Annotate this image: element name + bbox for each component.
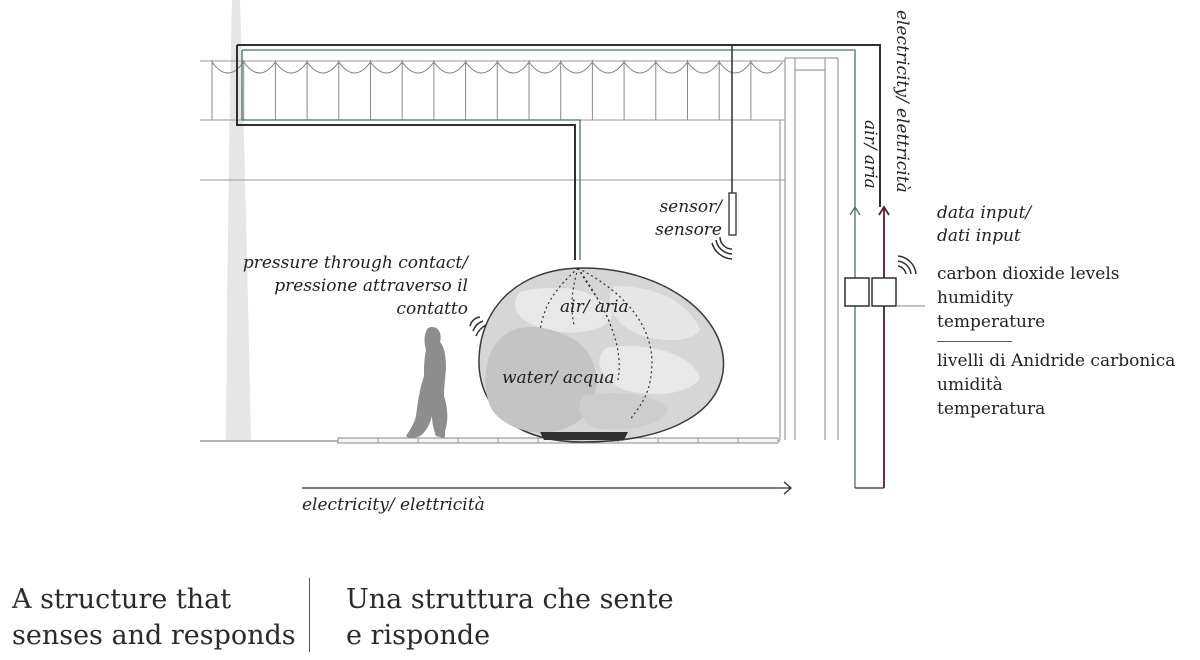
canopy-scallop: [433, 61, 467, 74]
canopy-scallop: [401, 61, 435, 74]
canopy-scallop: [338, 61, 371, 74]
sensor-icon: [728, 192, 737, 236]
air-duct: [241, 49, 856, 260]
legend-item: livelli di Anidride carbonica: [937, 351, 1176, 371]
sphere: [478, 267, 725, 443]
pressure-label: pressure through contact/ pressione attr…: [242, 253, 468, 319]
sensor-label: sensor/ sensore: [655, 197, 722, 240]
canopy-scallop: [528, 61, 562, 74]
legend-italian: livelli di Anidride carbonica umidità te…: [937, 349, 1175, 421]
control-boxes: [844, 277, 897, 307]
legend-english: carbon dioxide levels humidity temperatu…: [937, 262, 1120, 334]
data-signal-icon: [897, 255, 917, 275]
sphere-water-label: water/ acqua: [502, 368, 615, 388]
risers: [849, 205, 890, 489]
legend-item: humidity: [937, 288, 1014, 308]
canopy-scallop: [211, 61, 245, 74]
pressure-signal-icon: [469, 316, 487, 337]
caption-english: A structure that senses and responds: [12, 584, 296, 651]
canopy-scallop: [687, 61, 720, 74]
legend-item: carbon dioxide levels: [937, 264, 1120, 284]
legend-item: temperatura: [937, 399, 1046, 419]
air-distribution-lines: [539, 267, 653, 421]
caption-divider: [309, 578, 310, 652]
sphere-air-label: air/ aria: [560, 297, 629, 317]
canopy-scallop: [243, 61, 276, 74]
right-frame: [779, 57, 839, 440]
electricity-bottom-label: electricity/ elettricità: [302, 495, 485, 515]
electricity-vertical-label: electricity/ elettricità: [892, 10, 912, 193]
canopy-scallop: [274, 61, 308, 74]
electricity-arrow: [302, 481, 792, 495]
canopy-scallop: [750, 61, 784, 74]
sensor-signal-icon: [711, 236, 733, 260]
legend-item: umidità: [937, 375, 1003, 395]
canopy-scallop: [591, 61, 625, 74]
person-silhouette-icon: [406, 327, 448, 439]
canopy-scallop: [623, 61, 657, 74]
tree-trunk-icon: [226, 0, 251, 440]
legend-item: temperature: [937, 312, 1046, 332]
canopy-scallop: [655, 61, 688, 74]
canopy-scallop: [496, 61, 530, 74]
canopy-scallop: [306, 61, 340, 74]
electricity-wire: [236, 44, 881, 260]
air-vertical-label: air/ aria: [860, 120, 880, 189]
canopy-scallop: [370, 61, 403, 74]
caption-italian: Una struttura che sente e risponde: [346, 584, 674, 651]
data-input-label: data input/ dati input: [937, 203, 1032, 246]
canopy-scallops: [211, 61, 784, 74]
canopy-scallop: [560, 61, 593, 74]
legend-divider: [937, 341, 1012, 342]
canopy-scallop: [465, 61, 498, 74]
canopy-posts: [211, 60, 752, 120]
canopy-scallop: [718, 61, 752, 74]
